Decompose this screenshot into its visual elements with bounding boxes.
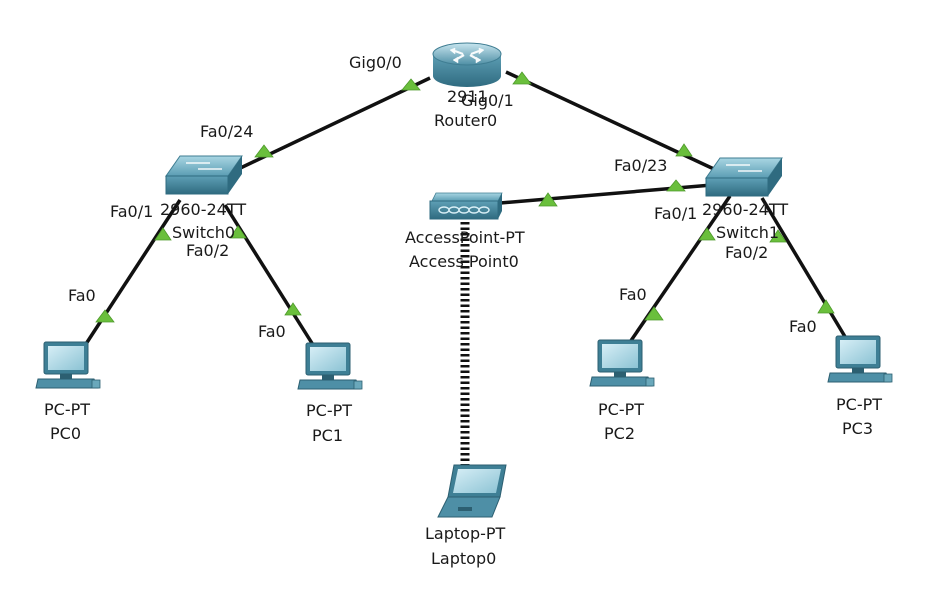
link-up-indicator-router-gig01 [512, 71, 532, 85]
pc2-icon[interactable] [589, 339, 655, 387]
switch1-name-label: Switch1 [716, 223, 780, 242]
pc1-port-fa0-label: Fa0 [258, 322, 286, 341]
link-status-indicators [95, 71, 835, 323]
switch1-port-fa023-label: Fa0/23 [614, 156, 668, 175]
link-router-switch0[interactable] [231, 76, 431, 174]
pc0-icon[interactable] [35, 341, 101, 389]
pc0-name-label: PC0 [50, 424, 81, 443]
link-up-indicator-accesspoint [538, 192, 558, 207]
link-up-indicator-pc2-fa0 [644, 306, 664, 321]
pc3-icon[interactable] [827, 335, 893, 383]
link-up-indicator-router-gig00 [401, 78, 421, 91]
pc2-port-fa0-label: Fa0 [619, 285, 647, 304]
switch0-port-fa024-label: Fa0/24 [200, 122, 254, 141]
pc1-model-label: PC-PT [306, 401, 353, 420]
switch1-port-fa02-label: Fa0/2 [725, 243, 769, 262]
switch0-port-fa02-label: Fa0/2 [186, 241, 230, 260]
switch1-model-label: 2960-24TT [702, 200, 789, 219]
pc2-model-label: PC-PT [598, 400, 645, 419]
router-port-gig00-label: Gig0/0 [349, 53, 402, 72]
link-up-indicator-pc3-fa0 [817, 299, 835, 314]
switch1-icon[interactable] [705, 157, 783, 197]
laptop-icon[interactable] [437, 464, 507, 518]
link-up-indicator-switch1-fa023b [666, 179, 686, 192]
access-point-icon[interactable] [429, 192, 503, 220]
pc0-port-fa0-label: Fa0 [68, 286, 96, 305]
link-up-indicator-switch1-fa02 [769, 229, 787, 243]
link-up-indicator-switch0-fa02 [229, 225, 247, 239]
access-point-name-label: Access Point0 [409, 252, 519, 271]
router-model-label: 2911 [447, 87, 488, 106]
switch1-port-fa01-label: Fa0/1 [654, 204, 698, 223]
pc3-port-fa0-label: Fa0 [789, 317, 817, 336]
pc3-name-label: PC3 [842, 419, 873, 438]
router-port-gig01-label: Gig0/1 [461, 91, 514, 110]
link-up-indicator-pc0-fa0 [95, 309, 115, 323]
laptop-model-label: Laptop-PT [425, 524, 506, 543]
link-switch1-pc3[interactable] [760, 197, 849, 341]
switch0-port-fa01-label: Fa0/1 [110, 202, 154, 221]
link-up-indicator-switch1-fa023 [675, 143, 693, 157]
pc2-name-label: PC2 [604, 424, 635, 443]
switch0-model-label: 2960-24TT [160, 200, 247, 219]
pc3-model-label: PC-PT [836, 395, 883, 414]
router-icon[interactable] [432, 42, 502, 87]
pc1-name-label: PC1 [312, 426, 343, 445]
access-point-model-label: AccessPoint-PT [405, 228, 525, 247]
link-up-indicator-pc1-fa0 [284, 302, 302, 316]
link-up-indicator-switch0-fa01 [154, 227, 172, 241]
link-up-indicator-switch0-fa024 [254, 144, 274, 158]
pc0-model-label: PC-PT [44, 400, 91, 419]
link-switch0-pc0[interactable] [80, 199, 182, 351]
router-name-label: Router0 [434, 111, 498, 130]
pc1-icon[interactable] [297, 342, 363, 390]
laptop-name-label: Laptop0 [431, 549, 497, 568]
switch0-icon[interactable] [165, 155, 243, 195]
switch0-name-label: Switch0 [172, 223, 236, 242]
link-up-indicator-switch1-fa01 [698, 227, 716, 241]
